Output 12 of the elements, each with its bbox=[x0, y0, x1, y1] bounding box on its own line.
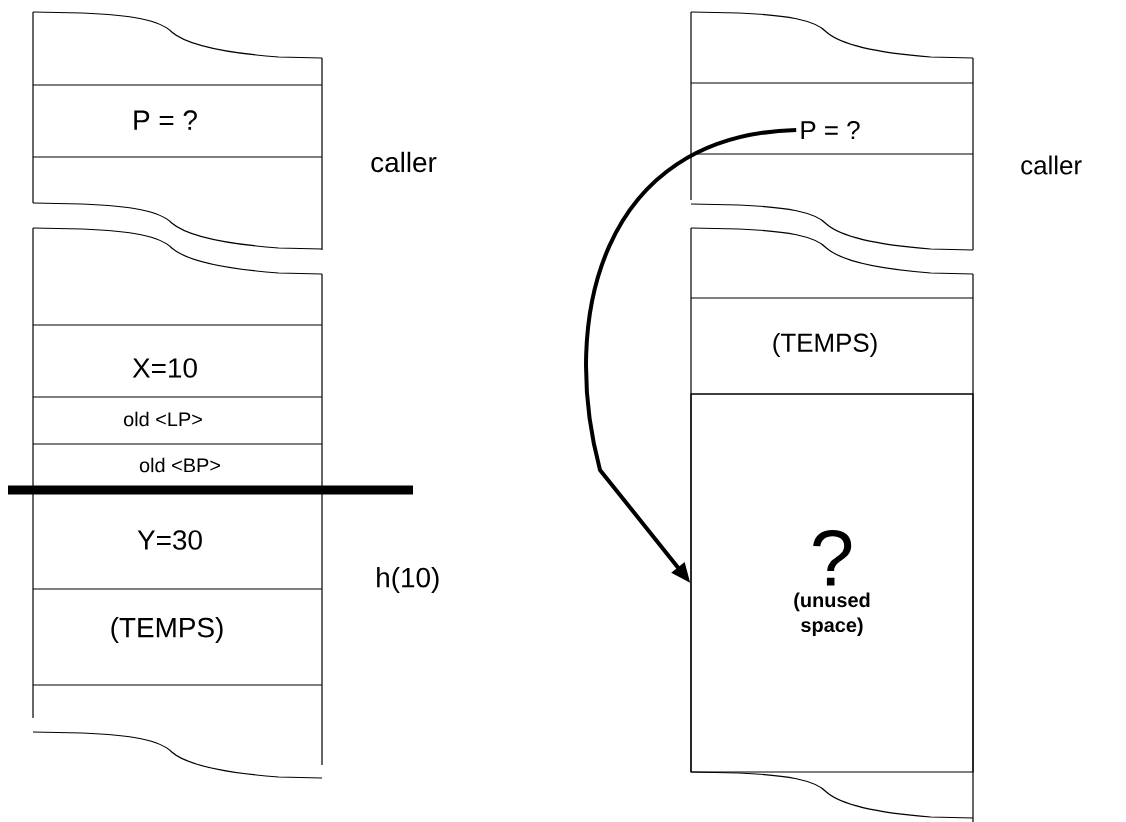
cell-label: old <LP> bbox=[123, 411, 202, 427]
cell-label: Y=30 bbox=[137, 530, 202, 550]
cell-label: P = ? bbox=[801, 120, 860, 140]
frame-label: caller bbox=[371, 151, 437, 173]
frame-label: caller bbox=[1021, 155, 1082, 175]
cell-label: P = ? bbox=[134, 110, 197, 130]
cell-label: (TEMPS) bbox=[111, 617, 223, 643]
cell-label: ? (unused space) bbox=[690, 393, 974, 773]
cell-label: old <BP> bbox=[139, 457, 220, 473]
frame-label: h(10) bbox=[377, 567, 439, 593]
cell-label: X=10 bbox=[132, 358, 197, 378]
cell-label: (TEMPS) bbox=[773, 332, 877, 358]
